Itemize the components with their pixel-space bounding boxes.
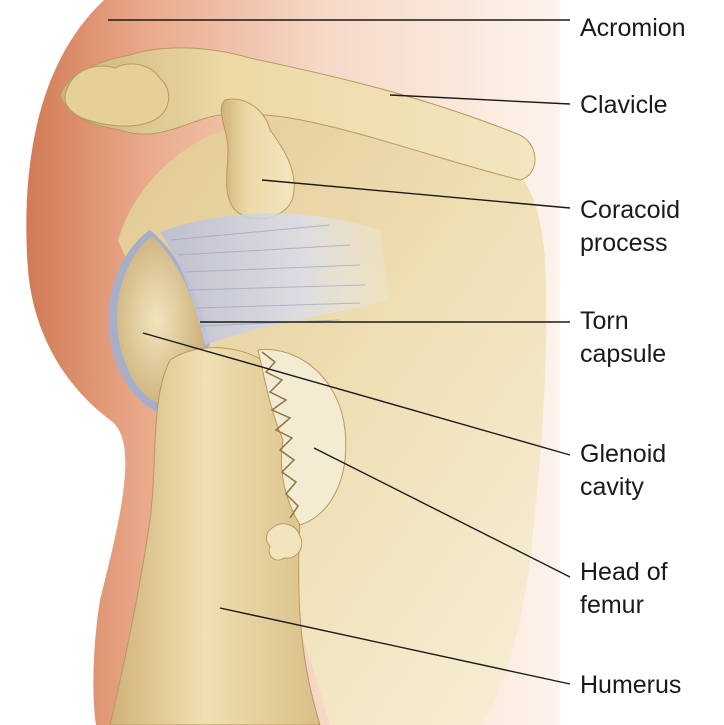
bone-fragment bbox=[266, 524, 301, 560]
label-glenoid-line1: Glenoid bbox=[580, 440, 666, 468]
label-torn-line2: capsule bbox=[580, 340, 666, 368]
label-humerus: Humerus bbox=[580, 671, 681, 699]
acromion-process bbox=[65, 64, 169, 126]
label-coracoid-line2: process bbox=[580, 229, 668, 257]
label-head-line1: Head of bbox=[580, 558, 668, 586]
labels: Acromion Clavicle Coracoid process Torn … bbox=[580, 14, 686, 699]
label-torn-line1: Torn bbox=[580, 307, 629, 335]
label-glenoid-line2: cavity bbox=[580, 473, 644, 501]
label-head-line2: femur bbox=[580, 591, 644, 619]
label-acromion: Acromion bbox=[580, 14, 686, 42]
label-clavicle: Clavicle bbox=[580, 91, 668, 119]
label-coracoid-line1: Coracoid bbox=[580, 196, 680, 224]
